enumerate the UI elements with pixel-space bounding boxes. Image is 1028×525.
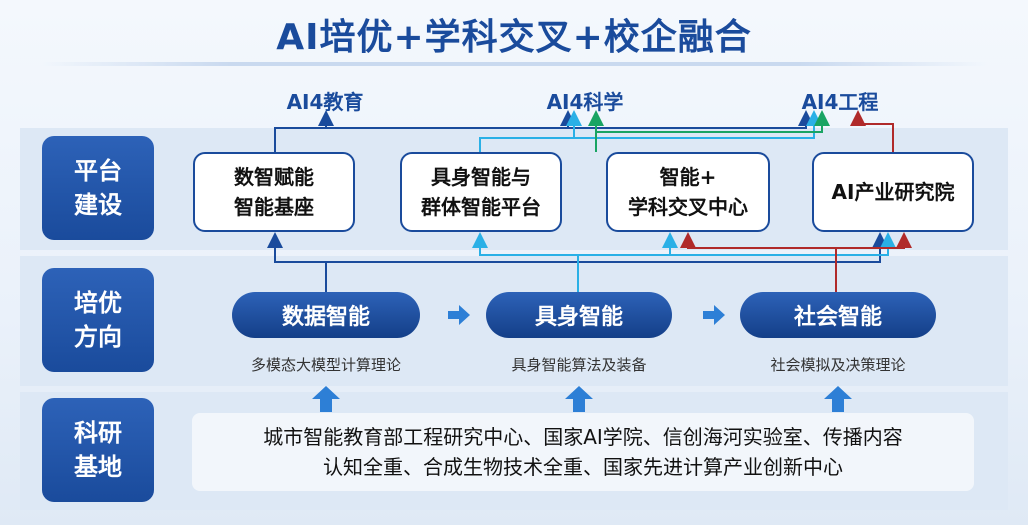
page-title: AI培优+学科交叉+校企融合 xyxy=(276,17,752,58)
right-arrow-icon xyxy=(703,305,725,325)
direction-pill-embodied: 具身智能 xyxy=(486,292,672,338)
research-base-box: 城市智能教育部工程研究中心、国家AI学院、信创海河实验室、传播内容 认知全重、合… xyxy=(192,413,974,491)
research-base-line-2: 认知全重、合成生物技术全重、国家先进计算产业创新中心 xyxy=(323,455,843,479)
direction-pill-social: 社会智能 xyxy=(740,292,936,338)
row-label-base: 科研 基地 xyxy=(42,398,154,502)
platform-box-1: 数智赋能 智能基座 xyxy=(193,152,355,232)
platform-box-2: 具身智能与 群体智能平台 xyxy=(400,152,562,232)
title-underline xyxy=(40,62,988,66)
up-arrow-icon xyxy=(824,386,852,412)
direction-caption-embodied: 具身智能算法及装备 xyxy=(511,356,647,374)
up-arrow-icon xyxy=(312,386,340,412)
direction-caption-social: 社会模拟及决策理论 xyxy=(770,356,906,374)
up-arrow-icon xyxy=(565,386,593,412)
direction-pill-data: 数据智能 xyxy=(232,292,420,338)
research-base-line-1: 城市智能教育部工程研究中心、国家AI学院、信创海河实验室、传播内容 xyxy=(263,425,903,449)
row-label-direction: 培优 方向 xyxy=(42,268,154,372)
right-arrow-icon xyxy=(448,305,470,325)
row-label-platform: 平台 建设 xyxy=(42,136,154,240)
goal-ai4-science: AI4科学 xyxy=(546,90,624,114)
platform-box-3: 智能+ 学科交叉中心 xyxy=(606,152,770,232)
direction-caption-data: 多模态大模型计算理论 xyxy=(250,356,401,374)
platform-box-4: AI产业研究院 xyxy=(812,152,974,232)
